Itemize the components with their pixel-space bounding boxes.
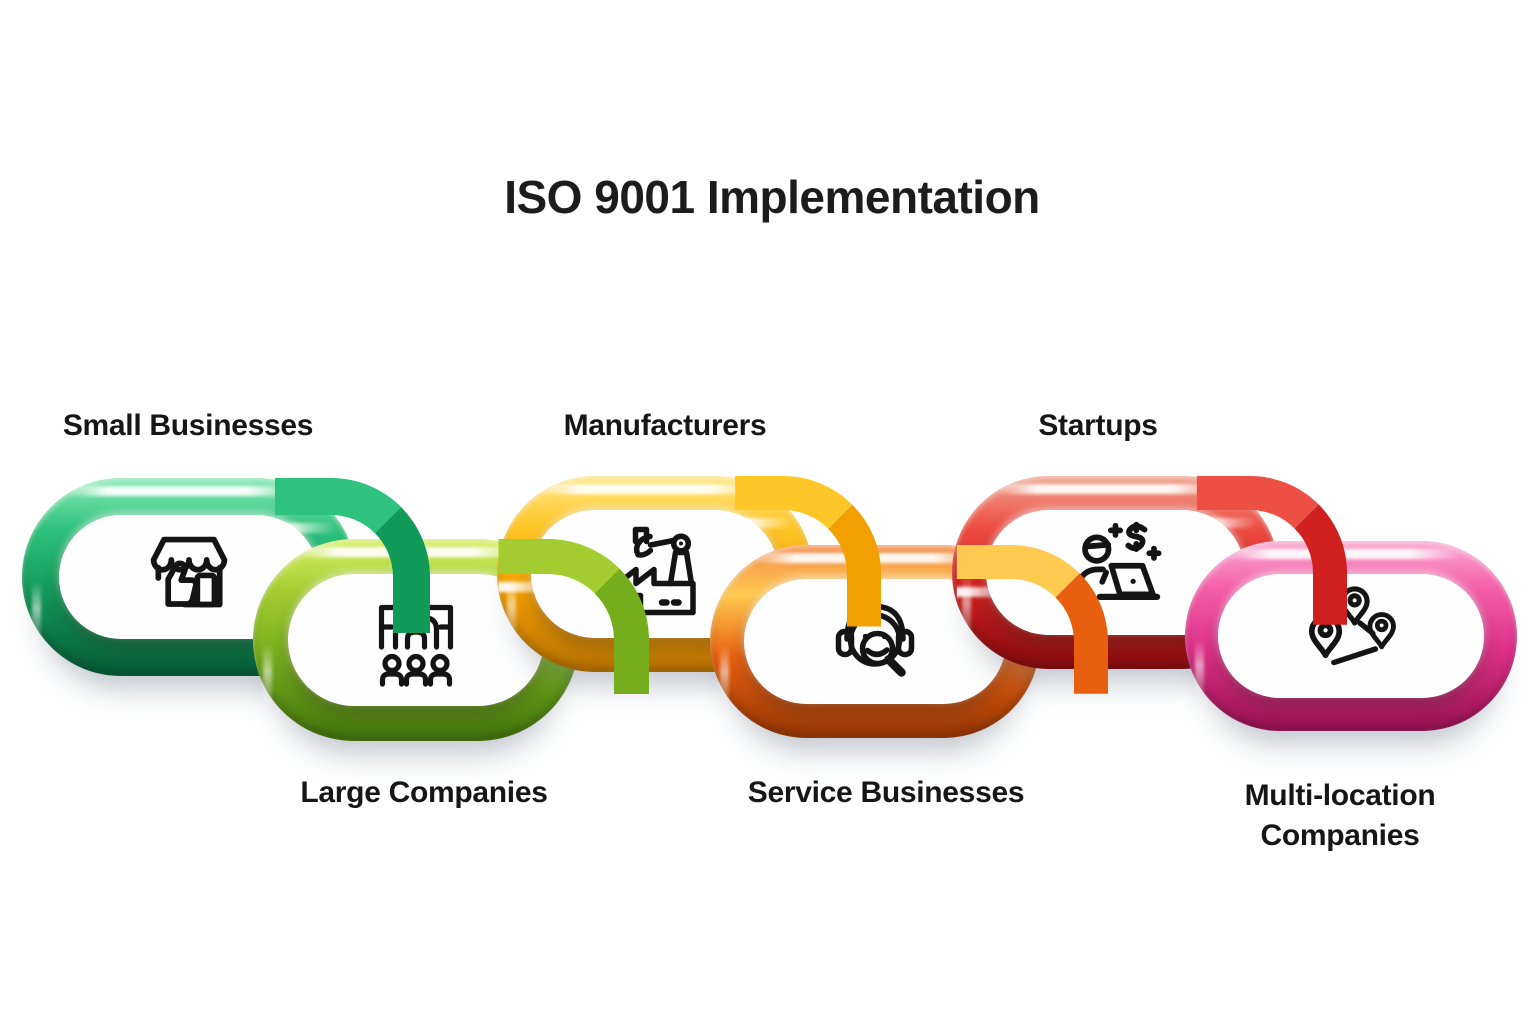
chain-link-multi-location <box>1185 541 1517 731</box>
headquarters-team-icon <box>366 590 466 690</box>
label-manufacturers: Manufacturers <box>563 409 767 442</box>
gloss-highlight <box>538 484 760 494</box>
gloss-highlight <box>962 576 971 642</box>
label-small-businesses: Small Businesses <box>62 409 314 442</box>
gloss-highlight <box>65 486 300 496</box>
label-startups: Startups <box>1038 409 1158 442</box>
page-title: ISO 9001 Implementation <box>504 171 1040 223</box>
gloss-highlight <box>32 580 41 649</box>
gloss-highlight <box>994 484 1224 494</box>
map-pins-network-icon <box>1299 584 1403 688</box>
gloss-highlight <box>507 577 516 645</box>
gloss-highlight <box>752 553 984 563</box>
gloss-highlight <box>1228 549 1461 559</box>
factory-robot-arm-icon <box>605 524 705 624</box>
gloss-highlight <box>720 645 729 711</box>
founder-laptop-dollar-icon <box>1064 521 1168 625</box>
gloss-highlight <box>295 547 524 557</box>
storefront-thumbs-up-icon <box>137 525 241 629</box>
label-service-businesses: Service Businesses <box>747 776 1025 809</box>
label-large-companies: Large Companies <box>300 776 548 809</box>
support-headset-magnifier-icon <box>825 592 925 692</box>
label-multi-location-companies: Multi-location Companies <box>1244 779 1436 852</box>
gloss-highlight <box>1195 639 1204 705</box>
gloss-highlight <box>263 644 272 713</box>
